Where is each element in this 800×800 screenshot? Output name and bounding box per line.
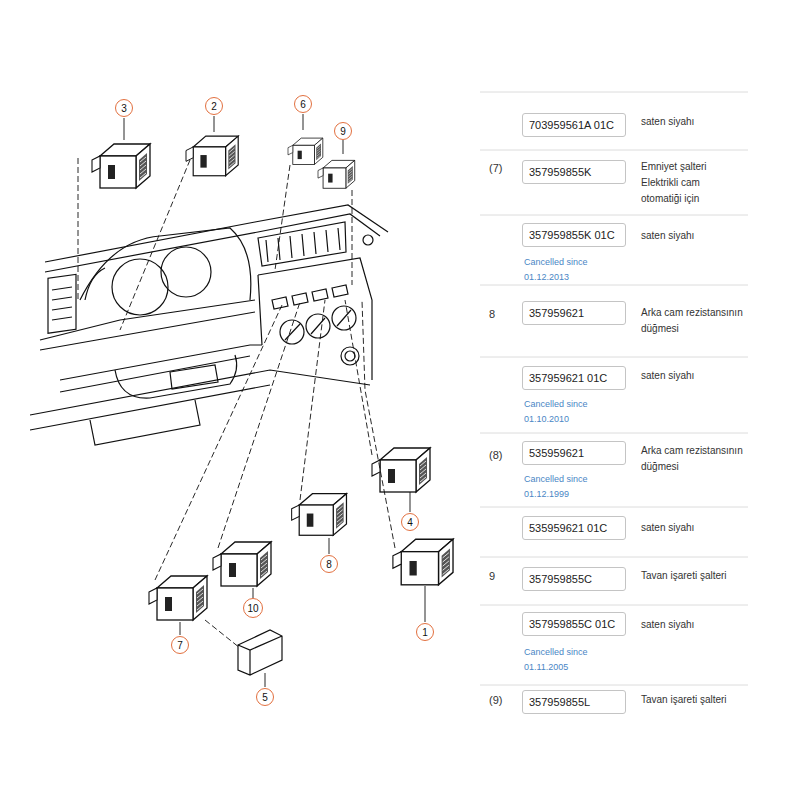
callout-number: 3 — [115, 99, 133, 117]
callout-text: 5 — [262, 692, 268, 703]
part-number: 357959855K — [529, 166, 591, 178]
part-number-box: 357959855K 01C — [522, 223, 626, 247]
part-number-box: 357959621 — [522, 301, 626, 325]
row-index: (9) — [489, 692, 519, 710]
callout-number: 8 — [320, 555, 338, 573]
description: Arka cam rezistansının düğmesi — [641, 443, 751, 475]
part-number-box: 535959621 — [522, 441, 626, 465]
callout-number: 6 — [294, 95, 312, 113]
callout-text: 4 — [407, 517, 413, 528]
part-number: 535959621 — [529, 447, 584, 459]
part-number: 703959561A 01C — [529, 119, 614, 131]
callout-text: 7 — [177, 640, 183, 651]
description: Arka cam rezistansının düğmesi — [641, 305, 751, 337]
description: saten siyahı — [641, 520, 751, 536]
part-number: 357959855L — [529, 696, 590, 708]
row-index: 8 — [489, 306, 519, 324]
row-index: (7) — [489, 160, 519, 178]
part-number-box: 703959561A 01C — [522, 113, 626, 137]
part-number-box: 357959855K — [522, 160, 626, 184]
part-number: 535959621 01C — [529, 522, 607, 534]
cancel-note: Cancelled since 01.12.1999 — [524, 472, 606, 503]
callout-number: 9 — [334, 122, 352, 140]
callout-text: 2 — [211, 101, 217, 112]
part-number-box: 357959621 01C — [522, 366, 626, 390]
callout-number: 7 — [171, 636, 189, 654]
part-number-box: 357959855L — [522, 690, 626, 714]
description: saten siyahı — [641, 228, 751, 244]
cancel-note: Cancelled since 01.12.2013 — [524, 255, 606, 286]
dashboard — [30, 205, 388, 445]
callout-text: 6 — [300, 99, 306, 110]
part-number: 357959621 — [529, 307, 584, 319]
callout-text: 1 — [422, 627, 428, 638]
callout-number: 5 — [256, 688, 274, 706]
cancel-note: Cancelled since 01.10.2010 — [524, 397, 606, 428]
table-rules — [480, 92, 748, 685]
cancel-note: Cancelled since 01.11.2005 — [524, 645, 606, 676]
callout-number: 4 — [401, 513, 419, 531]
part-number: 357959855K 01C — [529, 229, 615, 241]
description: Emniyet şalteri Elektrikli cam otomatiği… — [641, 159, 726, 207]
switches — [92, 136, 453, 675]
description: Tavan işareti şalteri — [641, 568, 751, 584]
description: saten siyahı — [641, 368, 751, 384]
description: saten siyahı — [641, 114, 751, 130]
row-index: (8) — [489, 447, 519, 465]
callout-number: 2 — [205, 97, 223, 115]
leader-lines — [78, 114, 425, 687]
callout-text: 9 — [340, 126, 346, 137]
description: Tavan işareti şalteri — [641, 692, 751, 708]
part-number: 357959855C — [529, 573, 592, 585]
part-number-box: 357959855C — [522, 567, 626, 591]
part-number-box: 535959621 01C — [522, 516, 626, 540]
callout-text: 8 — [326, 559, 332, 570]
part-number: 357959855C 01C — [529, 618, 615, 630]
callout-text: 10 — [247, 603, 258, 614]
row-index: 9 — [489, 568, 519, 586]
callout-number: 10 — [243, 598, 263, 618]
part-number-box: 357959855C 01C — [522, 612, 626, 636]
description: saten siyahı — [641, 617, 751, 633]
part-number: 357959621 01C — [529, 372, 607, 384]
callout-text: 3 — [121, 103, 127, 114]
callout-number: 1 — [416, 623, 434, 641]
